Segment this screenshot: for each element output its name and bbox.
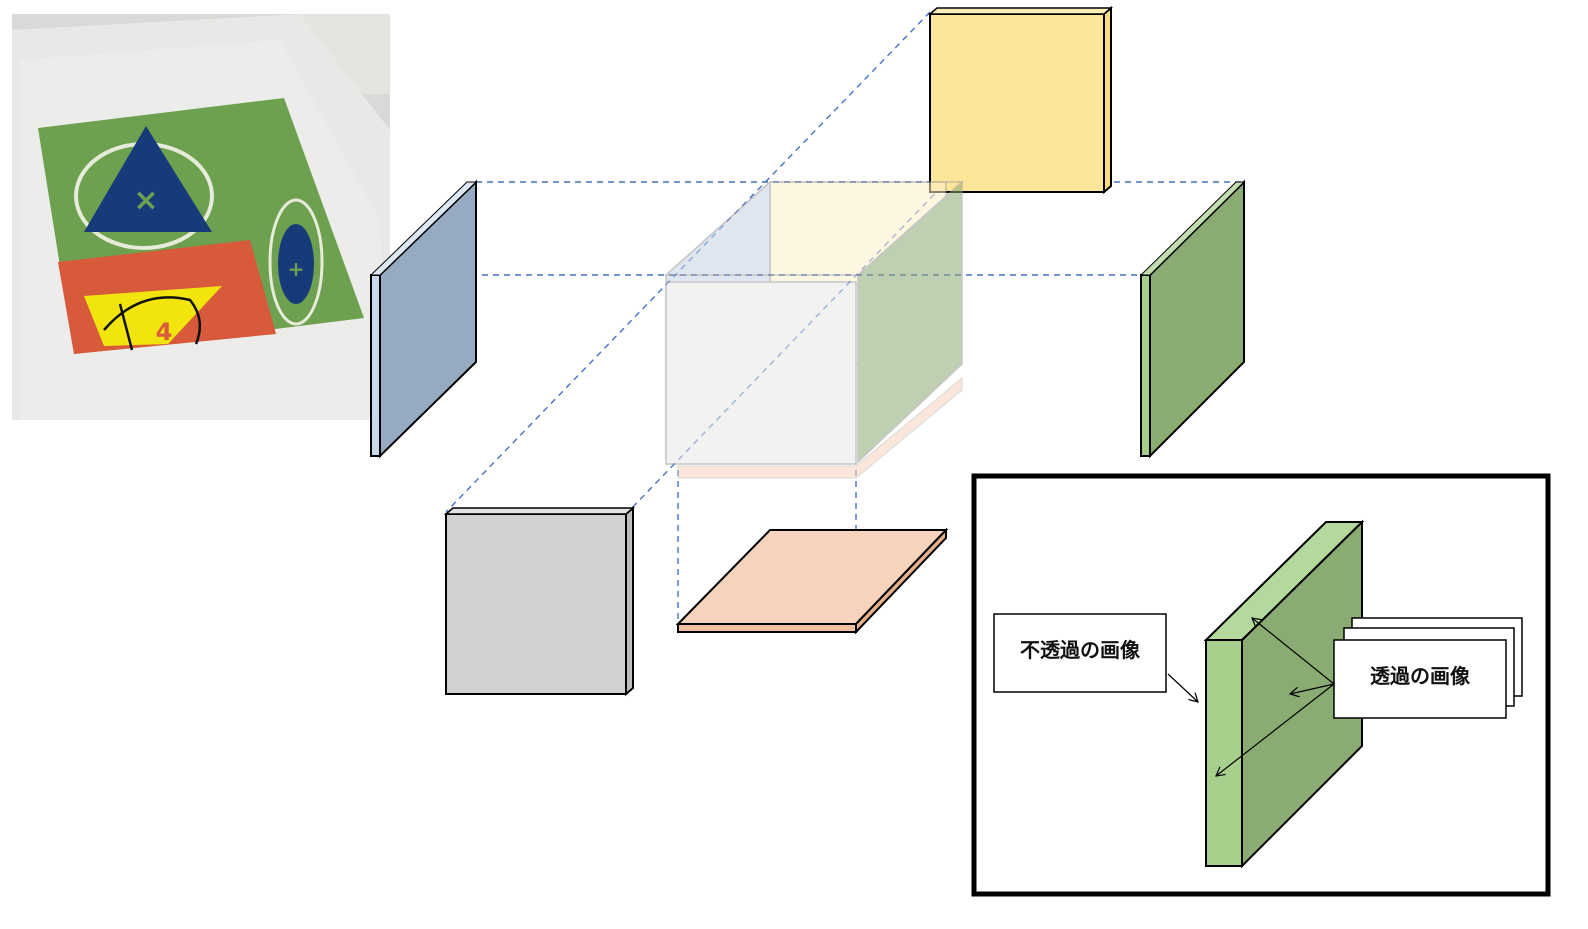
transparent-image-stack [1333,617,1523,719]
ar-marker-photo-icon: × + 4 [12,14,390,420]
assembled-cube [664,180,964,479]
front-panel [443,505,636,697]
svg-text:×: × [133,183,158,218]
transparent-image-label: 透過の画像 [1370,664,1471,688]
bottom-panel [675,527,949,635]
right-panel [1139,179,1246,459]
inset-arrows [1167,618,1335,776]
opaque-image-card [993,613,1167,693]
svg-text:4: 4 [156,318,173,346]
top-panel [927,5,1114,195]
inset-box: 不透過の画像 透過の画像 [971,473,1551,897]
svg-text:+: + [288,257,305,281]
inset-slab [1203,519,1365,869]
left-panel [369,179,478,459]
opaque-image-label: 不透過の画像 [1020,638,1141,662]
